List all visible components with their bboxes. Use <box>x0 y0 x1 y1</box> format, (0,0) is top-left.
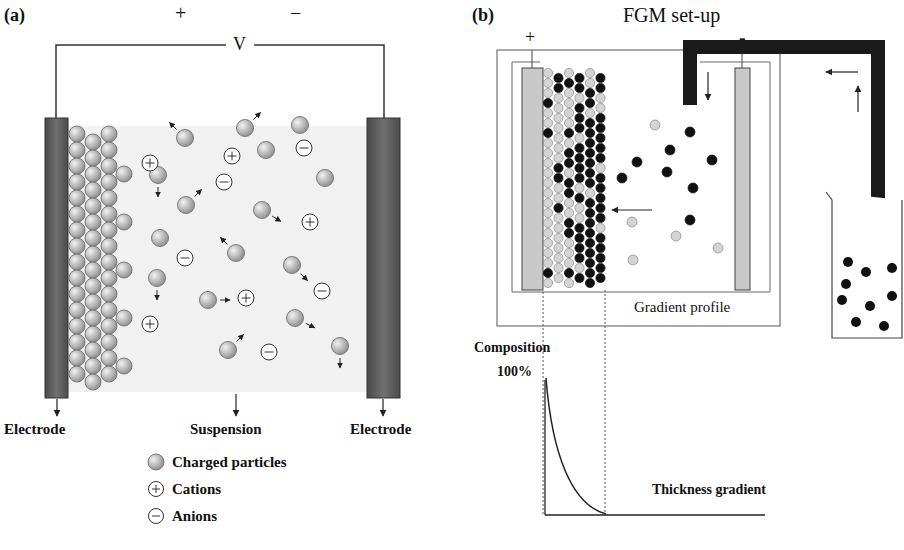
flow-arrow <box>857 86 858 112</box>
panel-title: FGM set-up <box>623 4 720 26</box>
legend-symbol <box>146 506 166 526</box>
beaker <box>826 192 902 338</box>
flow-arrow <box>707 72 708 100</box>
polarity-sign: + <box>525 28 535 48</box>
axis-label: Composition <box>474 340 550 355</box>
wire <box>56 45 384 118</box>
part-label: Electrode <box>350 421 411 438</box>
axis-value: 100% <box>497 364 532 379</box>
legend-label: Cations <box>172 481 221 498</box>
axis <box>544 380 545 515</box>
leader-arrow <box>56 399 57 416</box>
legend-item: Charged particles <box>146 452 287 472</box>
particles <box>543 68 897 331</box>
suspension <box>68 126 367 392</box>
axis-label: Thickness gradient <box>652 482 766 497</box>
electrode-plate <box>735 68 750 290</box>
legend-item: Anions <box>146 506 217 526</box>
electrode-plate <box>367 118 400 398</box>
flow-arrow <box>826 71 858 72</box>
polarity-sign: - <box>739 26 746 48</box>
leader-arrow <box>382 399 383 416</box>
cell-housing <box>497 50 780 326</box>
guide-line <box>543 292 544 515</box>
part-label: Gradient profile <box>634 299 730 316</box>
legend-symbol <box>146 452 166 472</box>
leader-arrow <box>235 394 236 416</box>
part-label: Electrode <box>4 421 65 438</box>
legend-label: Charged particles <box>172 454 287 471</box>
deposition-arrow <box>612 209 652 210</box>
panel-letter: (b) <box>472 6 494 26</box>
axis <box>545 514 765 515</box>
gradient-curve <box>546 378 606 514</box>
legend-symbol <box>146 479 166 499</box>
guide-line <box>605 290 606 515</box>
panel-letter: (a) <box>4 6 25 26</box>
polarity-sign: − <box>290 2 301 24</box>
tank <box>512 62 770 292</box>
wire <box>532 50 533 68</box>
legend-item: Cations <box>146 479 221 499</box>
electrode-plate <box>45 118 68 398</box>
voltage-label: V <box>231 35 248 55</box>
legend-label: Anions <box>172 508 217 525</box>
particles <box>69 112 349 390</box>
electrode-plate <box>522 68 543 290</box>
part-label: Suspension <box>190 421 262 438</box>
polarity-sign: + <box>175 2 186 24</box>
